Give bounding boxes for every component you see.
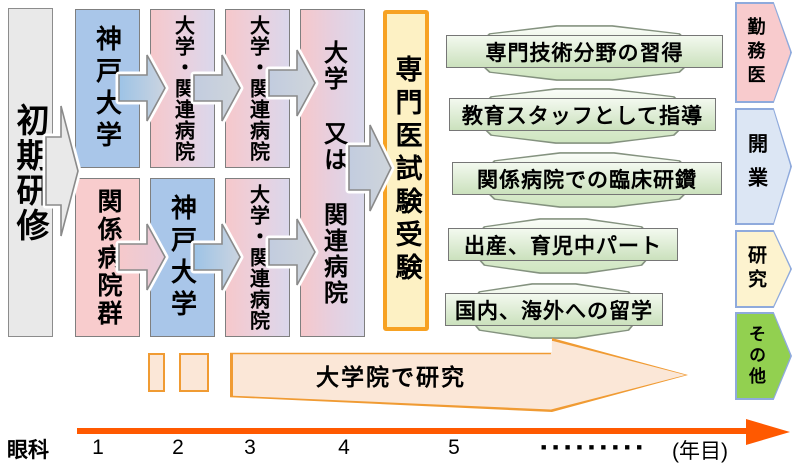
activity-label: 出産、育児中パート [464,234,662,258]
career-label: 研究 [745,245,767,293]
activity-item-clinical: 関係病院での臨床研鑽 [452,151,722,209]
timeline-axis-line [77,428,749,434]
flow-box-label: 大学・関連病院 [246,15,269,162]
activity-label: 専門技術分野の習得 [485,41,684,65]
career-item-hospital-doctor: 勤務医 [735,2,792,103]
career-label: 開業 [744,132,767,201]
merge-box-label: 大学 又は 関連病院 [319,40,347,306]
grad-school-square-1 [148,353,165,392]
initial-training-label: 初期研修 [12,102,49,243]
year-label-3: 3 [244,436,256,459]
specialist-exam-label: 専門医試験受験 [391,55,422,286]
grad-school-label: 大学院で研究 [316,364,466,390]
career-item-research: 研究 [735,230,792,308]
arrow-row2-1-icon [115,220,169,294]
activity-item-study-abroad: 国内、海外への留学 [445,282,663,340]
activity-item-teaching: 教育スタッフとして指導 [449,87,716,145]
flow-box-label: 大学・関連病院 [246,184,269,331]
grad-school-square-2 [179,353,209,392]
arrow-row2-3-icon [265,215,319,289]
axis-dots: ■■■■■■■■■ [541,442,649,452]
year-label-5: 5 [448,436,460,459]
activity-label: 国内、海外への留学 [455,299,653,323]
career-label: 勤務医 [745,16,766,89]
merge-box-univ-or-hospital: 大学 又は 関連病院 [300,9,365,337]
arrow-row1-3-icon [265,46,319,120]
year-label-1: 1 [92,436,104,459]
axis-department-label: 眼科 [7,439,49,462]
activity-label: 教育スタッフとして指導 [461,104,704,128]
arrow-row1-1-icon [115,51,169,125]
arrow-initial-to-flow-icon [42,102,82,240]
year-label-4: 4 [338,436,350,459]
career-item-private-practice: 開業 [735,108,792,225]
arrow-to-exam-icon [345,121,395,215]
career-item-other: その他 [735,312,792,400]
activity-item-parenting: 出産、育児中パート [448,217,678,275]
flow-box-label: 大学・関連病院 [171,15,194,162]
arrow-row2-2-icon [190,220,244,294]
timeline-arrowhead-icon [746,419,790,445]
career-label: その他 [746,324,766,388]
year-label-2: 2 [172,436,184,459]
activity-item-skills: 専門技術分野の習得 [446,24,723,82]
arrow-row1-2-icon [190,51,244,125]
activity-label: 関係病院での臨床研鑽 [477,168,697,192]
axis-unit-label: (年目) [672,440,728,463]
